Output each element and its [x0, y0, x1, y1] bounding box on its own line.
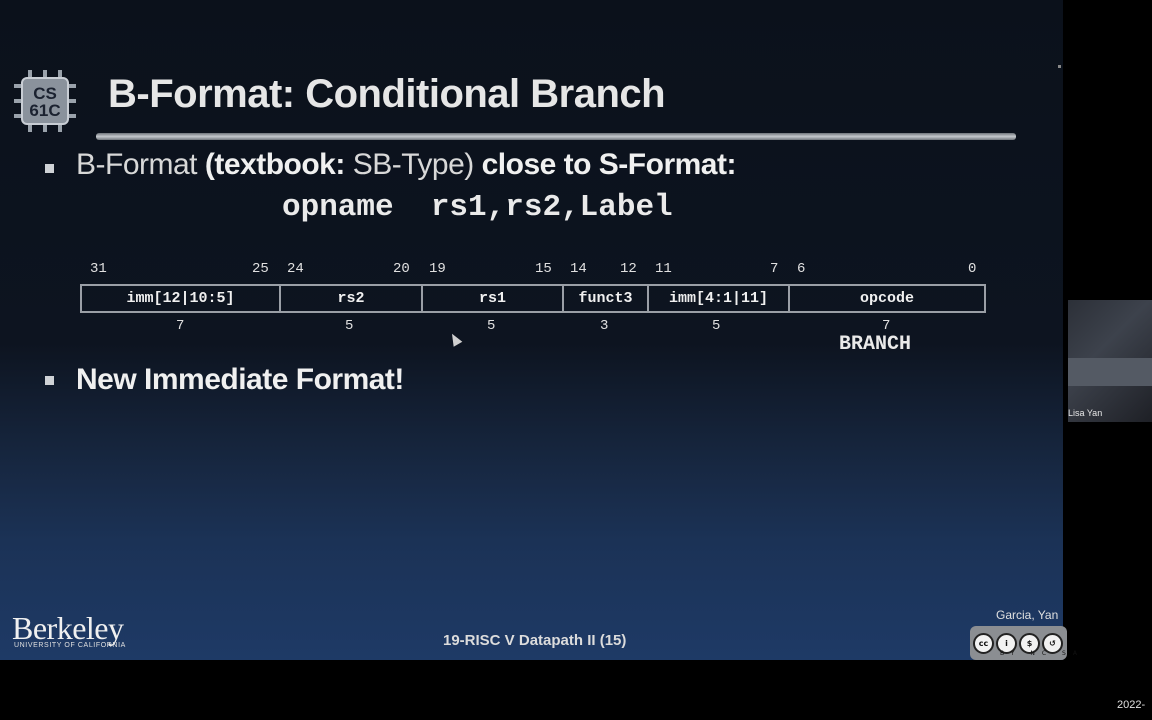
- slide-authors: Garcia, Yan: [996, 608, 1059, 622]
- bit-number: 0: [968, 261, 977, 277]
- cs61c-logo: CS 61C: [14, 70, 76, 132]
- bit-number: 20: [393, 261, 410, 277]
- instruction-field-table: imm[12|10:5] rs2 rs1 funct3 imm[4:1|11] …: [80, 284, 986, 313]
- logo-text-61c: 61C: [29, 101, 61, 120]
- field-imm-low: imm[4:1|11]: [649, 286, 790, 311]
- opcode-name: BRANCH: [839, 333, 912, 356]
- bullet1-suffix: close to S-Format:: [481, 148, 737, 181]
- field-width: 5: [345, 318, 354, 334]
- field-width: 5: [712, 318, 721, 334]
- title-divider: [96, 133, 1016, 140]
- bullet-marker: [45, 376, 54, 385]
- sa-icon: ↺: [1042, 632, 1063, 654]
- field-opcode: opcode: [859, 290, 914, 307]
- lecture-slide: CS 61C B-Format: Conditional Branch B-Fo…: [0, 0, 1063, 660]
- by-icon: i: [996, 632, 1017, 654]
- field-width: 7: [882, 318, 891, 334]
- bit-number: 25: [252, 261, 269, 277]
- date-label: 2022-: [1117, 699, 1146, 711]
- bit-number: 15: [535, 261, 552, 277]
- bullet-new-immediate: New Immediate Format!: [76, 363, 404, 396]
- bullet-marker: [45, 164, 54, 173]
- bit-number: 6: [797, 261, 806, 277]
- corner-marker: [1058, 65, 1061, 68]
- bit-number: 31: [90, 261, 107, 277]
- field-funct3: funct3: [564, 286, 649, 311]
- bit-number: 12: [620, 261, 637, 277]
- bit-number: 11: [655, 261, 672, 277]
- berkeley-subtitle: UNIVERSITY OF CALIFORNIA: [14, 642, 126, 649]
- bit-number: 19: [429, 261, 446, 277]
- bullet1-bold: (textbook:: [204, 148, 346, 181]
- field-imm-high: imm[12|10:5]: [82, 286, 281, 311]
- bit-number: 24: [287, 261, 304, 277]
- field-rs2: rs2: [281, 286, 423, 311]
- participant-name: Lisa Yan: [1068, 408, 1103, 418]
- field-width: 3: [600, 318, 609, 334]
- cc-icon: cc: [973, 632, 994, 654]
- creative-commons-badge: cc i $ ↺: [970, 626, 1067, 660]
- field-width: 7: [176, 318, 185, 334]
- slide-footer: 19-RISC V Datapath II (15): [443, 632, 627, 649]
- bullet1-prefix: B-Format: [76, 148, 198, 181]
- bit-number: 7: [770, 261, 779, 277]
- bit-number: 14: [570, 261, 587, 277]
- slide-title: B-Format: Conditional Branch: [108, 72, 666, 116]
- berkeley-logo: Berkeley: [12, 610, 124, 646]
- video-background: [1068, 358, 1152, 386]
- bullet1-normal: SB-Type): [352, 148, 475, 181]
- participant-video-tile[interactable]: Lisa Yan: [1068, 300, 1152, 422]
- mouse-cursor-icon: [447, 331, 463, 347]
- logo-text-cs: CS: [33, 84, 57, 103]
- nc-icon: $: [1019, 632, 1040, 654]
- instruction-syntax: opname rs1,rs2,Label: [282, 190, 673, 225]
- license-labels: BY NC SA: [1000, 650, 1084, 657]
- bullet-b-format: B-Format (textbook: SB-Type) close to S-…: [76, 148, 736, 182]
- field-rs1: rs1: [423, 286, 564, 311]
- field-width: 5: [487, 318, 496, 334]
